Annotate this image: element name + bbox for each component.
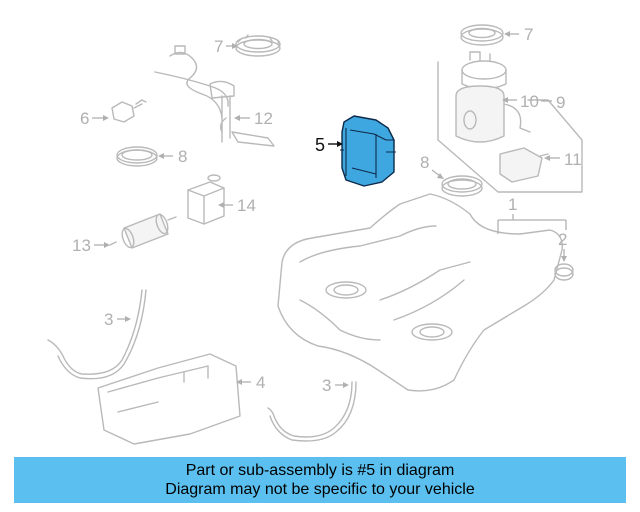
callout-13: 13 <box>72 236 110 255</box>
part-5-highlighted <box>340 115 396 187</box>
svg-text:3: 3 <box>104 310 113 329</box>
svg-text:6: 6 <box>80 109 89 128</box>
callout-1: 1 <box>497 195 567 234</box>
part-3-strap-center <box>267 381 357 442</box>
part-7-lock-ring-right <box>460 24 504 46</box>
callout-8-left: 8 <box>158 147 187 166</box>
banner-line-1: Part or sub-assembly is #5 in diagram <box>185 462 455 479</box>
svg-text:10: 10 <box>520 92 539 111</box>
svg-text:9: 9 <box>556 93 565 112</box>
callout-12: 12 <box>234 109 273 128</box>
part-8-seal-right <box>441 175 483 197</box>
callout-9: 9 <box>556 93 565 112</box>
part-13-fuel-filter <box>109 213 177 249</box>
part-9-pump-assembly-box <box>437 51 583 193</box>
callout-7-left: 7 <box>214 37 238 56</box>
callout-11: 11 <box>544 150 582 169</box>
svg-text:2: 2 <box>558 230 567 249</box>
part-6-connector <box>111 99 147 123</box>
part-3-strap-left <box>47 289 147 380</box>
part-4-heat-shield <box>97 353 241 445</box>
svg-text:5: 5 <box>315 135 325 155</box>
callout-8-right: 8 <box>420 153 444 179</box>
part-1-fuel-tank <box>277 193 563 392</box>
svg-text:4: 4 <box>256 373 265 392</box>
svg-text:3: 3 <box>322 376 331 395</box>
callout-5: 5 <box>315 135 343 155</box>
info-banner: Part or sub-assembly is #5 in diagram Di… <box>14 457 626 503</box>
svg-text:8: 8 <box>178 147 187 166</box>
callout-4: 4 <box>236 373 265 392</box>
callout-10: 10 <box>502 92 552 111</box>
svg-text:12: 12 <box>254 109 273 128</box>
svg-text:1: 1 <box>508 195 517 214</box>
svg-text:8: 8 <box>420 153 429 172</box>
svg-text:13: 13 <box>72 236 91 255</box>
callout-6: 6 <box>80 109 109 128</box>
part-12-sender-harness <box>154 45 275 147</box>
callout-14: 14 <box>218 196 256 215</box>
part-8-seal-left <box>116 146 158 167</box>
svg-text:14: 14 <box>237 196 256 215</box>
callout-2: 2 <box>558 230 567 262</box>
callout-7-right: 7 <box>504 25 533 44</box>
part-2-cap <box>554 263 574 281</box>
part-14-bracket <box>187 174 225 225</box>
svg-text:7: 7 <box>524 25 533 44</box>
banner-line-2: Diagram may not be specific to your vehi… <box>165 481 475 498</box>
callout-3-center: 3 <box>322 376 349 395</box>
svg-text:11: 11 <box>564 150 582 169</box>
callout-3-left: 3 <box>104 310 131 329</box>
svg-text:7: 7 <box>214 37 223 56</box>
parts-diagram: 7 7 6 12 <box>47 24 583 445</box>
part-7-lock-ring-left <box>235 34 281 57</box>
